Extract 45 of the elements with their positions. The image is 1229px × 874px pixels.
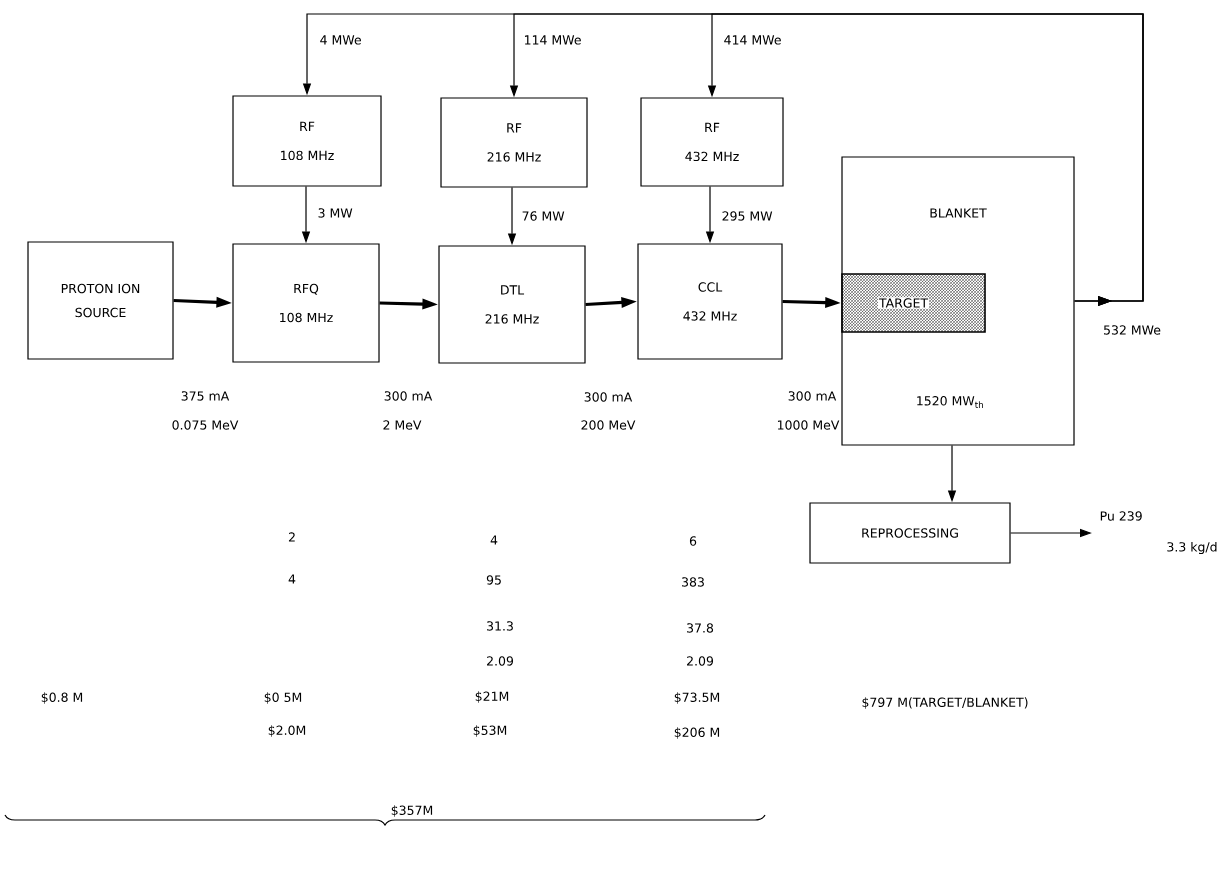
edge-label: 4 MWe bbox=[320, 35, 361, 45]
value-label: 95 bbox=[486, 575, 501, 585]
edge-label: 114 MWe bbox=[525, 35, 581, 45]
value-label: 2.09 bbox=[487, 656, 514, 666]
value-label: 2.09 bbox=[687, 656, 714, 666]
value-label: 1000 MeV bbox=[778, 420, 840, 430]
process-box: PROTON ION SOURCE bbox=[27, 241, 174, 360]
value-label: 4 bbox=[288, 574, 296, 584]
value-label: $73.5M bbox=[674, 692, 720, 704]
value-label: $0 5M bbox=[264, 692, 302, 704]
value-label: 2 MeV bbox=[383, 420, 422, 430]
value-label: 0.075 MeV bbox=[172, 420, 239, 430]
edge-label: Pu 239 bbox=[1100, 511, 1142, 521]
value-label: 300 mA bbox=[584, 392, 633, 402]
edge-label: 76 MW bbox=[522, 211, 565, 221]
process-box: RF 432 MHz bbox=[640, 97, 784, 187]
value-label: 4 bbox=[490, 535, 498, 545]
process-box: CCL 432 MHz bbox=[637, 243, 783, 360]
target-box: TARGET bbox=[841, 273, 986, 333]
process-box: RF 216 MHz bbox=[440, 97, 588, 188]
value-label: $53M bbox=[473, 725, 507, 737]
process-box: REPROCESSING bbox=[809, 502, 1011, 564]
edge-label: 414 MWe bbox=[724, 35, 781, 45]
edge-label: 3 MW bbox=[318, 208, 353, 218]
value-label: 31.3 bbox=[487, 621, 513, 631]
value-label: $0.8 M bbox=[41, 692, 83, 704]
value-label: 3.3 kg/d bbox=[1167, 541, 1217, 555]
value-label: $2.0M bbox=[268, 725, 306, 737]
value-label: 300 mA bbox=[788, 391, 837, 401]
edge-label: 295 MW bbox=[722, 211, 773, 221]
value-label: 375 mA bbox=[181, 391, 230, 401]
value-label: $357M bbox=[391, 805, 433, 817]
value-label: 37.8 bbox=[687, 623, 714, 633]
process-box: RF 108 MHz bbox=[232, 95, 382, 187]
value-label: 2 bbox=[288, 532, 295, 542]
value-label: $206 M bbox=[674, 727, 720, 739]
process-box: RFQ 108 MHz bbox=[232, 243, 380, 363]
value-label: 6 bbox=[689, 536, 697, 546]
value-label: 532 MWe bbox=[1104, 325, 1161, 335]
value-label: 300 mA bbox=[384, 391, 433, 401]
value-label: $797 M(TARGET/BLANKET) bbox=[862, 697, 1028, 709]
value-label: 200 MeV bbox=[581, 420, 636, 430]
value-label: $21M bbox=[475, 691, 509, 703]
process-box: DTL 216 MHz bbox=[438, 245, 586, 364]
value-label: 383 bbox=[682, 577, 704, 587]
